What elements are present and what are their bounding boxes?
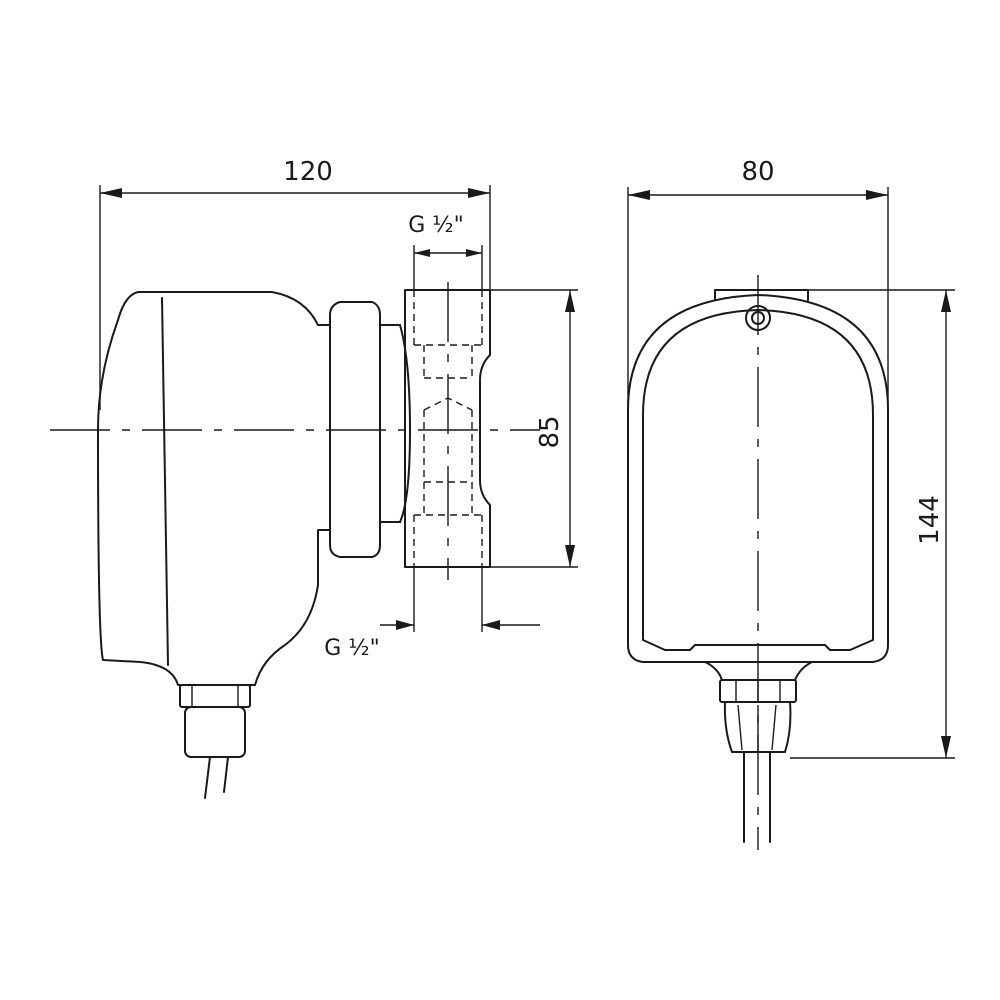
dimension-120: 120 [99,157,491,410]
thread-bottom-label: G ½" [324,636,379,661]
side-view: 120 G ½" G ½" 85 [50,157,578,799]
top-cap [714,289,809,301]
dimension-thread-bottom: G ½" [324,567,540,661]
dimension-80-label: 80 [741,157,774,187]
dimension-thread-top: G ½" [408,213,483,290]
front-housing-outer [627,294,889,663]
dimension-144: 144 [790,289,955,759]
housing-seam [161,297,169,666]
dimension-80: 80 [627,157,889,410]
front-housing-inner [642,309,874,651]
dimension-85: 85 [490,289,578,568]
dimension-85-label: 85 [535,415,565,448]
cable-gland-side [179,684,251,799]
thread-top-label: G ½" [408,213,463,238]
pump-flange [329,301,381,558]
front-view: 80 144 [627,157,955,850]
dimension-144-label: 144 [915,495,945,545]
dimension-120-label: 120 [283,157,333,187]
port-top [404,289,491,568]
motor-housing [97,291,331,686]
